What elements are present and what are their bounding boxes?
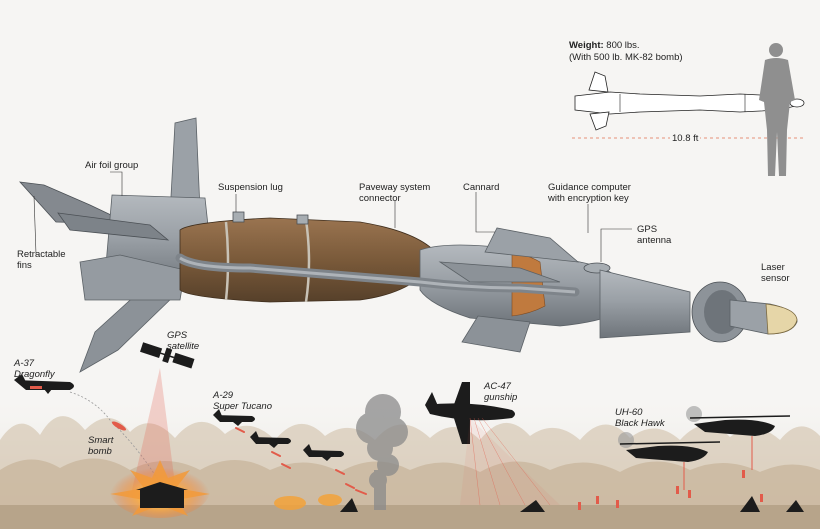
length-spec: 10.8 ft — [670, 133, 701, 144]
gps-satellite — [140, 342, 195, 369]
label-suspension-lug: Suspension lug — [218, 182, 283, 193]
weight-spec: Weight: 800 lbs. — [569, 40, 640, 51]
a29-aircraft — [213, 409, 255, 426]
label-air-foil-group: Air foil group — [85, 160, 139, 171]
ground-fire — [274, 494, 342, 510]
satellite-beam — [132, 368, 176, 492]
uh60-helicopter — [618, 432, 721, 490]
laser-sensor — [765, 303, 798, 335]
paveway-bomb — [18, 117, 798, 373]
weight-note: (With 500 lb. MK-82 bomb) — [569, 52, 683, 63]
a29-aircraft — [250, 431, 291, 448]
uh60-helicopter — [686, 406, 791, 470]
explosion — [110, 460, 210, 518]
gunship-fire-cone — [460, 418, 560, 505]
a29-aircraft-group — [213, 409, 344, 461]
a37-aircraft — [14, 374, 74, 394]
rocket-trails — [235, 427, 367, 495]
gunship-fire-lines — [469, 417, 551, 506]
ac47-gunship — [425, 382, 515, 444]
suspension-lug — [232, 211, 245, 223]
soldiers — [578, 470, 763, 510]
smoke-plume — [356, 394, 408, 510]
bomb-trajectory — [69, 391, 159, 481]
ground-debris — [340, 496, 804, 512]
a29-aircraft — [303, 444, 344, 461]
label-cannard: Cannard — [463, 182, 500, 193]
target-bunker — [140, 490, 184, 508]
leader-lines — [33, 171, 632, 262]
nose-cone — [599, 269, 691, 339]
human-silhouette — [759, 43, 795, 176]
smart-bomb — [111, 421, 127, 431]
canard — [484, 227, 580, 263]
